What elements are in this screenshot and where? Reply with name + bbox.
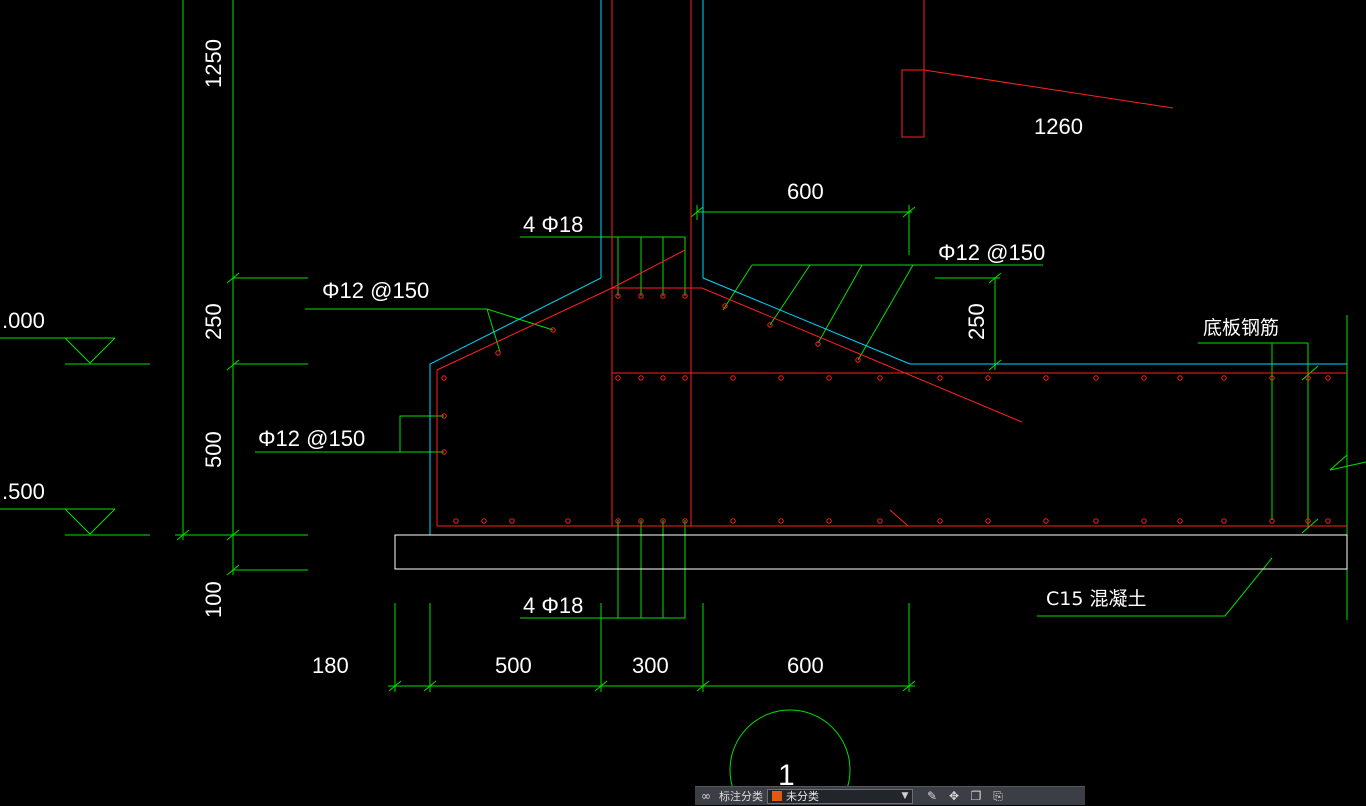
dim-180-label: 180 <box>312 653 349 678</box>
dim-1250-label: 1250 <box>201 39 226 88</box>
rebar-dot <box>638 375 644 381</box>
dim-100-left-label: 100 <box>201 581 226 618</box>
rebar-dot <box>682 293 688 299</box>
rebar-phi12-left-lower-label: Φ12 @150 <box>258 426 365 451</box>
rebar-dot <box>877 375 883 381</box>
rebar-dot <box>1325 375 1331 381</box>
rebar-dot <box>660 518 666 524</box>
rebar-dot <box>565 518 571 524</box>
dim-250-right-label: 250 <box>964 303 989 340</box>
rebar-dot <box>1043 375 1049 381</box>
rebar-dot <box>1325 518 1331 524</box>
rebar-dot <box>778 375 784 381</box>
rebar-phi12-right-label: Φ12 @150 <box>938 240 1045 265</box>
rebar-dot <box>1305 518 1311 524</box>
concrete-c15-label: C15 混凝土 <box>1046 588 1146 610</box>
rebar-dot <box>937 518 943 524</box>
rebar-dot <box>481 518 487 524</box>
category-color-swatch <box>772 791 782 801</box>
cushion-layer <box>394 534 1348 570</box>
rebar-dot <box>682 375 688 381</box>
rebar-dot <box>722 303 728 309</box>
rebar-dot <box>1269 518 1275 524</box>
rebar-dot <box>495 350 501 356</box>
rebar-dot <box>638 518 644 524</box>
move-icon[interactable]: ✥ <box>948 789 960 803</box>
annotation-category-value: 未分类 <box>786 790 819 803</box>
rebar-dots <box>441 293 1331 524</box>
rebar-dot <box>682 518 688 524</box>
rebar-dot <box>855 357 861 363</box>
rebar-dot <box>441 413 447 419</box>
elevation-500-label: .500 <box>2 479 45 504</box>
dim-600-bottom-label: 600 <box>787 653 824 678</box>
rebar-dot <box>767 322 773 328</box>
rebar-dot <box>660 293 666 299</box>
rebar-dot <box>730 518 736 524</box>
rebar-dot <box>730 375 736 381</box>
dim-1260-label: 1260 <box>1034 114 1083 139</box>
rebar-dot <box>937 375 943 381</box>
rebar-dot <box>1141 518 1147 524</box>
rebar-phi12-left-upper-label: Φ12 @150 <box>322 278 429 303</box>
rebar-dot <box>1269 375 1275 381</box>
rebar-dot <box>1221 375 1227 381</box>
rebar-dot <box>778 518 784 524</box>
rebar-dot <box>1043 518 1049 524</box>
rebar-dot <box>815 341 821 347</box>
dim-250-left-label: 250 <box>201 303 226 340</box>
paste-icon[interactable]: ⎘ <box>993 788 1003 803</box>
dim-500-left-label: 500 <box>201 431 226 468</box>
rebar-dot <box>615 293 621 299</box>
rebar-dot <box>441 375 447 381</box>
chevron-down-icon[interactable]: ▼ <box>901 791 909 801</box>
rebar-dot <box>1177 375 1183 381</box>
rebar-dot <box>441 449 447 455</box>
rebar-dot <box>550 327 556 333</box>
rebar-4phi18-bottom-label: 4 Φ18 <box>523 593 583 618</box>
rebar-dot <box>1177 518 1183 524</box>
rebar-dot <box>509 518 515 524</box>
dim-300-bottom-label: 300 <box>632 653 669 678</box>
annotation-category-label: 标注分类 <box>719 790 763 803</box>
rebar-dot <box>1141 375 1147 381</box>
rebar-dot <box>615 375 621 381</box>
rebar-dot <box>985 518 991 524</box>
slab-rebar-label: 底板钢筋 <box>1203 317 1279 339</box>
dim-600-top-label: 600 <box>787 179 824 204</box>
rebar-dot <box>985 375 991 381</box>
dim-500-bottom-label: 500 <box>495 653 532 678</box>
annotation-toolbar: ∞ 标注分类 未分类 ▼ ✎ ✥ ❐ ⎘ <box>695 786 1085 805</box>
drawing-text: 1250 250 500 100 .000 .500 1260 600 4 Φ1… <box>2 39 1279 792</box>
rebar-dot <box>615 518 621 524</box>
pencil-edit-icon[interactable]: ✎ <box>926 789 938 803</box>
concrete-outline <box>429 0 1347 535</box>
annotation-category-select[interactable]: 未分类 ▼ <box>767 788 913 804</box>
rebar-dot <box>453 518 459 524</box>
rebar-dot <box>1093 518 1099 524</box>
rebar-dot <box>1093 375 1099 381</box>
elevation-000-label: .000 <box>2 308 45 333</box>
rebar-dot <box>826 518 832 524</box>
rebar-dot <box>638 293 644 299</box>
detail-number-label: 1 <box>778 759 795 792</box>
rebar-dot <box>1305 375 1311 381</box>
rebar-dot <box>877 518 883 524</box>
rebar-dot <box>826 375 832 381</box>
rebar-4phi18-top-label: 4 Φ18 <box>523 212 583 237</box>
rebar-lines <box>436 0 1347 527</box>
rebar-dot <box>660 375 666 381</box>
link-icon[interactable]: ∞ <box>701 789 711 803</box>
copy-icon[interactable]: ❐ <box>970 789 982 803</box>
rebar-dot <box>1221 518 1227 524</box>
